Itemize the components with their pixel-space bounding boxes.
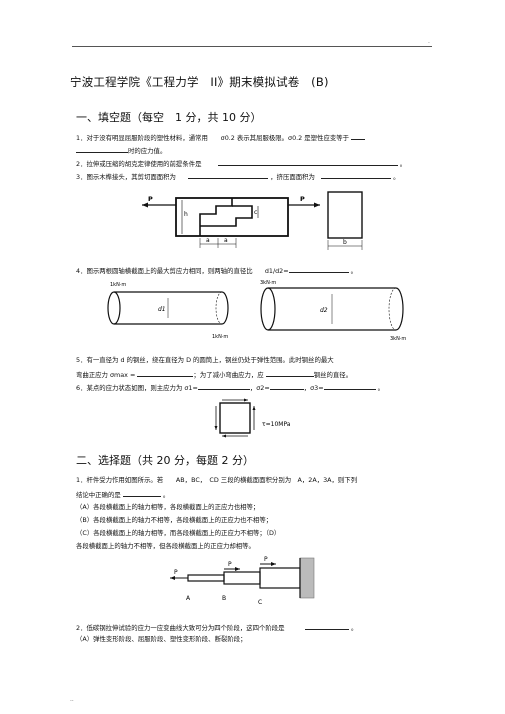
segment-cd [259,567,301,589]
s1-q4: 4．图示两根圆轴横截面上的最大剪应力相同，则两轴的直径比 d1/d2= 。 [76,267,358,275]
s1-q1-line1: 1．对于没有明显屈服阶段的塑性材料，通常用 σ0.2 表示其屈服极限。σ0.2 … [76,132,366,142]
section2-heading: 二、选择题（共 20 分，每题 2 分） [76,454,254,467]
label-a1: a [206,237,210,244]
segment-ab [187,574,225,582]
s2-q1-line1: 1．杆件受力作用如图所示。若 AB，BC， CD 三段的横截面面积分别为 A，2… [76,476,358,484]
s1-q5-line2: 弯曲正应力 σmax = ；为了减小弯曲应力，应 钢丝的直径。 [76,371,353,379]
s2-q1-option-d: 各段横截面上的轴力不相等，但各段横截面上的正应力却相等。 [76,542,255,550]
label-h: h [184,211,188,218]
header-mark: . [428,38,430,45]
s1-q5-line1: 5．有一直径为 d 的钢丝，绕在直径为 D 的圆筒上，钢丝仍处于弹性范围。此时钢… [76,356,334,364]
s1-q6: 6．某点的应力状态如图，则主应力为 σ1=，σ2=，σ3= 。 [76,384,385,392]
label-torque2-right: 3kN·m [390,336,406,342]
s2-q1-option-b: （B）各段横截面上的轴力不相等，各段横截面上的正应力也不相等； [76,516,273,524]
label-a2: a [224,237,228,244]
s2-q1-option-a: （A）各段横截面上的轴力相等，各段横截面上的正应力也相等； [76,503,260,511]
label-P1: P [174,569,178,576]
force-arrow-right [314,202,320,208]
shafts-figure: d1 1kN·m 1kN·m d2 3kN·m 3kN·m [107,280,406,342]
s1-q1-line2: 时的应力值。 [76,145,166,155]
s1-q2: 2．拉伸或压缩的胡克定律使用的前提条件是 。 [76,160,407,168]
label-P2: P [228,561,232,568]
exam-title: 宁波工程学院《工程力学 II》期末模拟试卷 (B) [70,75,329,89]
label-P-left: P [148,195,153,203]
s2-q2-option-a: （A）弹性变形阶段、屈服阶段、塑性变形阶段、断裂阶段； [76,635,247,643]
label-b: b [343,239,347,246]
joint-side-view [327,191,363,239]
stress-element-square [219,402,251,434]
fixed-wall [299,557,315,599]
label-P3: P [264,556,268,563]
label-d1: d1 [158,306,166,313]
stepped-bar-figure: P P P A B C [170,556,315,606]
notch-left [199,198,233,236]
label-P-right: P [300,195,305,203]
force-arrow-left [142,202,148,208]
section1-heading: 一、填空题（每空 1 分，共 10 分） [76,111,262,124]
tenon-joint-figure: P P h c a a b [142,191,363,250]
segment-bc [223,571,261,585]
label-d2: d2 [320,307,328,314]
label-B: B [222,595,226,602]
s1-q3: 3．图示木榫接头，其剪切面面积为 ，挤压面面积为 。 [76,173,400,181]
label-c: c [254,209,257,216]
shaft1-left-end [107,291,121,325]
stress-element-figure: τ=10MPa [214,398,291,438]
s2-q1-line2: 结论中正确的是 。 [76,491,170,499]
label-torque1-right: 1kN·m [212,334,228,340]
label-torque2-left: 3kN·m [260,280,276,286]
footer-mark: .. [70,696,74,703]
s2-q2: 2．低碳钢拉伸试验的应力一应变曲线大致可分为四个阶段，这四个阶段是 。 [76,624,358,632]
label-tau: τ=10MPa [262,421,291,428]
shaft2-left-end [260,287,276,331]
label-torque1-left: 1kN·m [110,282,126,288]
notch-right [200,205,253,227]
header-rule [72,46,432,47]
label-A: A [186,595,191,602]
label-C: C [258,599,262,606]
s2-q1-option-c: （C）各段横截面上的轴力相等，而各段横截面上的正应力不相等；（D） [76,529,281,537]
